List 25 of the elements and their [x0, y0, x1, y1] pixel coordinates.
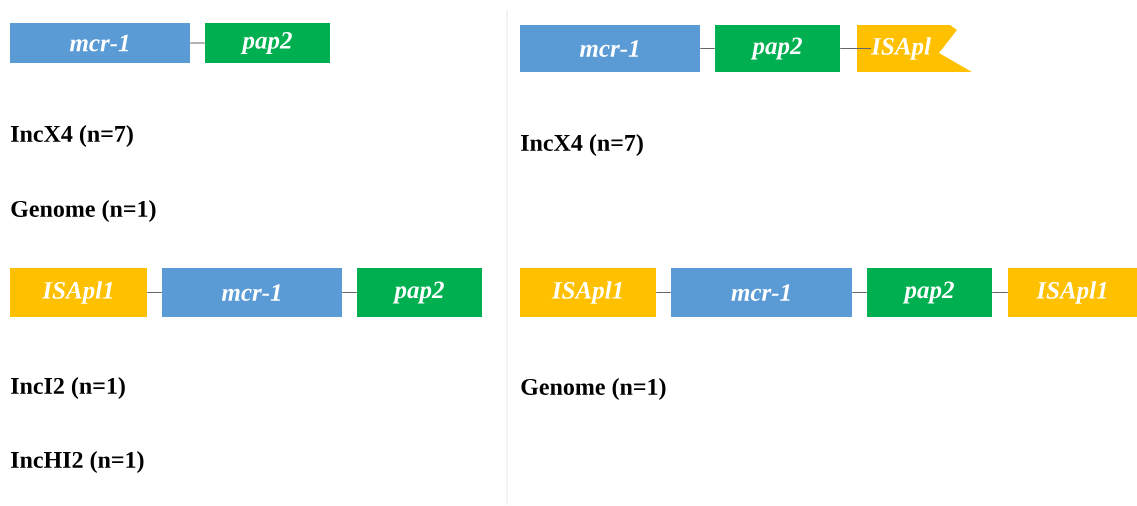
connector-line — [146, 292, 163, 293]
gene-box: mcr-1 — [520, 25, 700, 72]
connector-line — [839, 48, 872, 49]
gene-box: ISApl1 — [520, 268, 656, 317]
gene-box: pap2 — [357, 268, 482, 317]
gene-box: mcr-1 — [10, 23, 190, 63]
gene-box: pap2 — [715, 25, 840, 72]
gene-box: pap2 — [205, 23, 330, 63]
gene-box: pap2 — [867, 268, 992, 317]
connector-line — [189, 42, 206, 44]
connector-line — [341, 292, 358, 293]
plasmid-label: IncI2 (n=1) — [11, 377, 125, 399]
connector-line — [655, 292, 672, 293]
gene-box: ISApl1 — [10, 268, 147, 317]
gene-box: mcr-1 — [162, 268, 342, 317]
plasmid-label: IncX4 (n=7) — [521, 134, 643, 156]
plasmid-label: Genome (n=1) — [521, 378, 666, 400]
connector-line — [991, 292, 1009, 293]
connector-line — [699, 48, 716, 49]
connector-line — [851, 292, 868, 293]
gene-box: ISApl1 — [1008, 268, 1137, 317]
plasmid-label: IncHI2 (n=1) — [11, 451, 144, 473]
plasmid-label: IncX4 (n=7) — [11, 125, 133, 147]
gene-box: mcr-1 — [671, 268, 852, 317]
plasmid-label: Genome (n=1) — [11, 200, 156, 222]
